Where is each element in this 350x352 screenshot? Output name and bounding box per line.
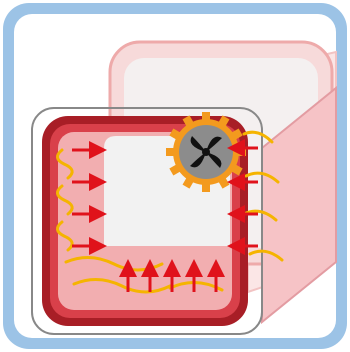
fan-icon bbox=[202, 148, 210, 156]
